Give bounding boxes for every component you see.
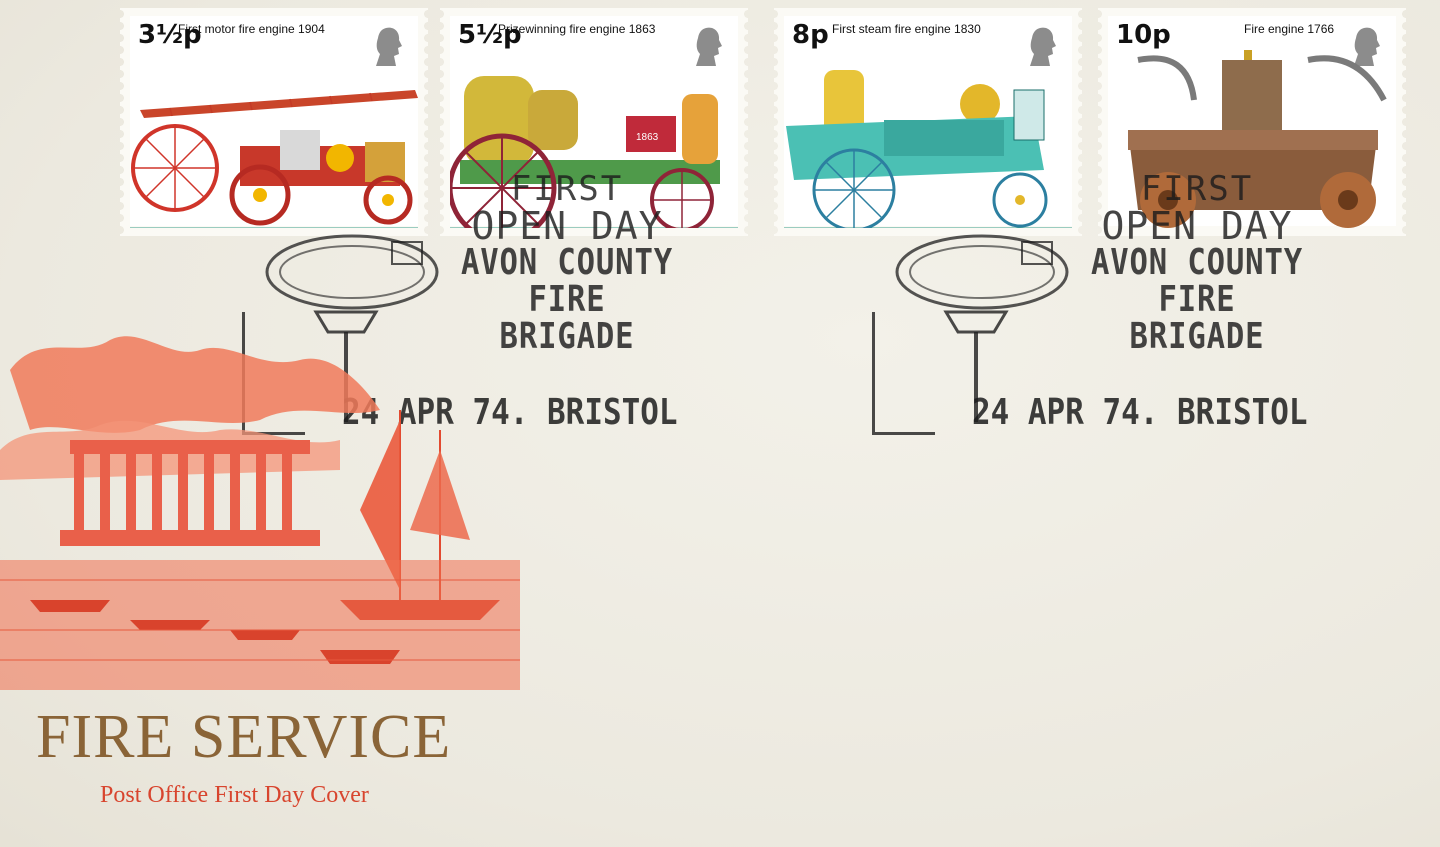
postmark-line-fire-brigade: FIRE BRIGADE (499, 279, 635, 357)
stamp-caption: First motor fire engine 1904 (178, 22, 325, 36)
fireman-belt-icon (895, 234, 1069, 310)
stamp-value: 5½p (458, 20, 522, 50)
postmark-date: 24 APR 74. BRISTOL (972, 392, 1308, 433)
prizewinning-fire-engine-illustration: 1863 (450, 76, 738, 228)
postmark: FIRST OPEN DAY AVON COUNTY FIRE BRIGADE … (862, 172, 1332, 435)
queen-head-icon (376, 27, 402, 66)
postmark-line-open-day: OPEN DAY (1101, 203, 1293, 248)
postmark-line-open-day: OPEN DAY (471, 203, 663, 248)
stamp-value: 3½p (138, 20, 202, 50)
postmark-text: FIRST OPEN DAY AVON COUNTY FIRE BRIGADE (432, 172, 702, 356)
burning-building-illustration (0, 336, 520, 690)
postmark-bracket (872, 312, 935, 435)
motor-fire-engine-illustration (130, 90, 418, 228)
stamp-caption: Prizewinning fire engine 1863 (498, 22, 656, 36)
stamp-motor-fire-engine: 3½p First motor fire engine 1904 (120, 8, 428, 236)
queen-head-icon (696, 27, 722, 66)
postmark-line-fire-brigade: FIRE BRIGADE (1129, 279, 1265, 357)
postmark: FIRST OPEN DAY AVON COUNTY FIRE BRIGADE … (232, 172, 702, 435)
stamp-value: 8p (792, 20, 829, 50)
postmark-line-avon-county: AVON COUNTY (460, 242, 673, 284)
plate-number: 1863 (636, 132, 659, 143)
postmark-text: FIRST OPEN DAY AVON COUNTY FIRE BRIGADE (1062, 172, 1332, 356)
postmark-line-first: FIRST (510, 169, 624, 209)
fire-axe-icon (943, 310, 1009, 422)
postmark-line-avon-county: AVON COUNTY (1090, 242, 1303, 284)
queen-head-icon (1354, 27, 1380, 66)
stamp-fire-engine-1766: 10p Fire engine 1766 (1098, 8, 1406, 236)
stamp-caption: First steam fire engine 1830 (832, 22, 981, 36)
stamp-prizewinning-fire-engine: 5½p Prizewinning fire engine 1863 1863 (440, 8, 748, 236)
steam-fire-engine-illustration (784, 70, 1072, 228)
cover-title: FIRE SERVICE (36, 703, 452, 771)
stamp-value: 10p (1116, 20, 1171, 50)
fire-engine-1766-illustration (1128, 50, 1387, 228)
fireman-belt-icon (265, 234, 439, 310)
queen-head-icon (1030, 27, 1056, 66)
postmark-line-first: FIRST (1140, 169, 1254, 209)
cover-subtitle: Post Office First Day Cover (100, 782, 369, 808)
stamp-first-steam-fire-engine: 8p First steam fire engine 1830 (774, 8, 1082, 236)
stamp-caption: Fire engine 1766 (1244, 22, 1335, 36)
